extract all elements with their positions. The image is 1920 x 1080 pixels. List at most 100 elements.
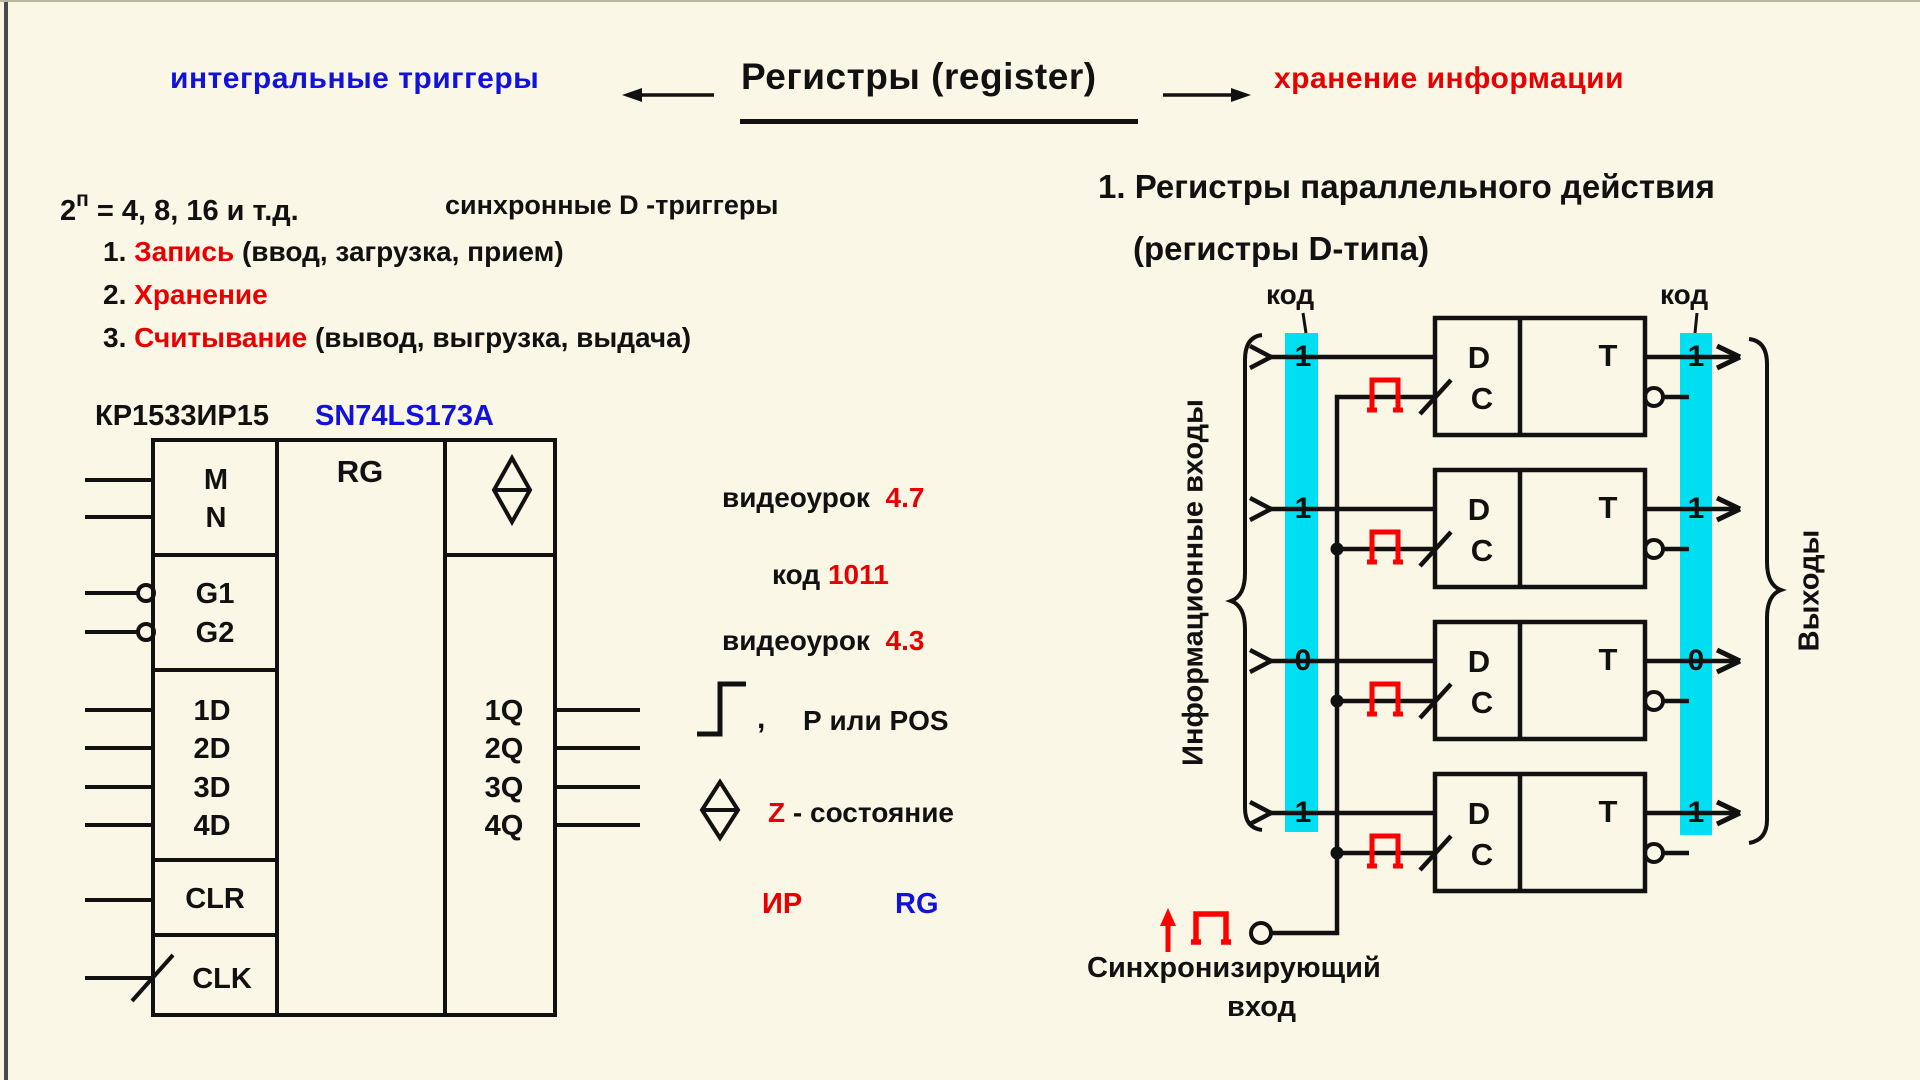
- chip-name-ru: КР1533ИР15: [95, 400, 269, 432]
- c-edge-slash: [1418, 834, 1453, 872]
- dff-letters: D C T D C T D C T D C T: [1468, 338, 1618, 872]
- output-code-bus: [1680, 333, 1712, 835]
- formula-rest: = 4, 8, 16 и т.д.: [88, 195, 299, 227]
- outputs-side-label: Выходы: [1793, 529, 1826, 652]
- c-edge-slash: [1418, 530, 1453, 568]
- output-bit: 1: [1688, 492, 1705, 525]
- pin-label-2d: 2D: [193, 733, 230, 765]
- item-number: 2.: [103, 279, 127, 310]
- formula-2n: 2п = 4, 8, 16 и т.д.: [60, 188, 299, 228]
- list-item-read: 3. Считывание (вывод, выгрузка, выдача): [103, 322, 691, 354]
- outputs-brace: [1748, 337, 1787, 845]
- output-bit: 1: [1688, 340, 1705, 373]
- clock-pulse-icon: [1367, 529, 1403, 565]
- code-label-right: код: [1660, 279, 1709, 310]
- clock-pulse-icon: [1367, 377, 1403, 413]
- code-label-left: код: [1266, 279, 1315, 310]
- c-label: C: [1471, 533, 1493, 568]
- dff-row-2: [1248, 467, 1742, 590]
- list-item-store: 2. Хранение: [103, 279, 268, 311]
- clock-distribution-line: [1271, 394, 1435, 936]
- pin-label-g1: G1: [196, 578, 235, 610]
- dff-row-3: [1248, 619, 1742, 742]
- pin-label-1q: 1Q: [485, 695, 524, 727]
- item-term: Считывание: [134, 322, 308, 353]
- note-pos-edge: Р или POS: [803, 705, 949, 736]
- register-heading-line2: (регистры D-типа): [1133, 230, 1430, 267]
- chip-pin-labels: M N G1 G2 1D 2D 3D 4D CLR CLK RG 1Q 2Q 3…: [185, 454, 523, 995]
- z-rest: - состояние: [792, 797, 954, 828]
- t-label: T: [1599, 338, 1618, 373]
- page-title: Регистры (register): [741, 56, 1097, 97]
- c-label: C: [1471, 381, 1493, 416]
- d-label: D: [1468, 340, 1490, 375]
- list-item-write: 1. Запись (ввод, загрузка, прием): [103, 236, 564, 268]
- pin-label-4q: 4Q: [485, 810, 524, 842]
- input-bit: 1: [1295, 796, 1312, 829]
- lesson-number: 4.7: [885, 482, 925, 513]
- t-label: T: [1599, 642, 1618, 677]
- note-lesson-47: видеоурок 4.7: [722, 482, 924, 514]
- z-letter: Z: [768, 797, 786, 828]
- header-right-arrow: [1163, 88, 1251, 102]
- note-lesson-43: видеоурок 4.3: [722, 625, 924, 657]
- edge-comma: ,: [757, 702, 766, 735]
- sync-triggers-label: синхронные D -триггеры: [445, 190, 779, 220]
- input-bit: 1: [1295, 340, 1312, 373]
- t-label: T: [1599, 794, 1618, 829]
- lesson-label: видеоурок: [722, 625, 870, 656]
- dff-row-1: [1248, 315, 1742, 438]
- inputs-side-label: Информационные входы: [1177, 399, 1210, 766]
- pin-label-2q: 2Q: [485, 733, 524, 765]
- clock-pulse-icon: [1367, 833, 1403, 869]
- d-label: D: [1468, 796, 1490, 831]
- header-left-label: интегральные триггеры: [170, 62, 540, 95]
- code-label: код: [772, 559, 821, 590]
- code-left-tick: [1301, 312, 1308, 334]
- pin-label-clk: CLK: [192, 963, 252, 995]
- note-rg: RG: [895, 888, 939, 920]
- chip-rg-label: RG: [337, 454, 384, 489]
- formula-base: 2: [60, 195, 77, 227]
- chip-name-en: SN74LS173A: [315, 400, 494, 432]
- code-bit-values: 1 1 0 1 1 1 0 1: [1295, 340, 1705, 829]
- input-code-bus: [1285, 333, 1318, 832]
- c-edge-slash: [1418, 378, 1453, 416]
- lesson-label: видеоурок: [722, 482, 870, 513]
- sync-caption-line2: вход: [1227, 991, 1296, 1023]
- sync-input-terminal: [1249, 921, 1273, 945]
- g2-inversion-bubble: [136, 622, 156, 642]
- item-term: Запись: [134, 236, 235, 267]
- inverted-output-bubble: [1643, 842, 1665, 864]
- pin-label-clr: CLR: [185, 883, 245, 915]
- note-ir: ИР: [762, 888, 803, 920]
- d-label: D: [1468, 492, 1490, 527]
- item-rest: (вывод, выгрузка, выдача): [307, 322, 692, 353]
- dff-row-4: [1248, 771, 1742, 894]
- pin-label-1d: 1D: [193, 695, 230, 727]
- clk-edge-slash: [130, 953, 175, 1003]
- pin-label-3q: 3Q: [485, 772, 524, 804]
- formula-exponent: п: [76, 188, 89, 211]
- positive-edge-icon: [697, 681, 746, 737]
- output-bit: 0: [1688, 644, 1705, 677]
- header-right-label: хранение информации: [1274, 62, 1625, 95]
- g1-inversion-bubble: [136, 583, 156, 603]
- input-bit: 1: [1295, 492, 1312, 525]
- pin-label-m: M: [204, 464, 228, 496]
- c-edge-slash: [1418, 682, 1453, 720]
- inputs-brace: [1225, 333, 1263, 832]
- register-heading-line1: 1. Регистры параллельного действия: [1098, 168, 1715, 205]
- item-rest: (ввод, загрузка, прием): [234, 236, 564, 267]
- item-number: 1.: [103, 236, 127, 267]
- chip-z-state-diamond-icon: [491, 453, 533, 527]
- c-label: C: [1471, 685, 1493, 720]
- pin-label-4d: 4D: [193, 810, 230, 842]
- item-term: Хранение: [134, 279, 268, 310]
- t-label: T: [1599, 490, 1618, 525]
- pin-label-g2: G2: [196, 617, 235, 649]
- inverted-output-bubble: [1643, 386, 1665, 408]
- output-bit: 1: [1688, 796, 1705, 829]
